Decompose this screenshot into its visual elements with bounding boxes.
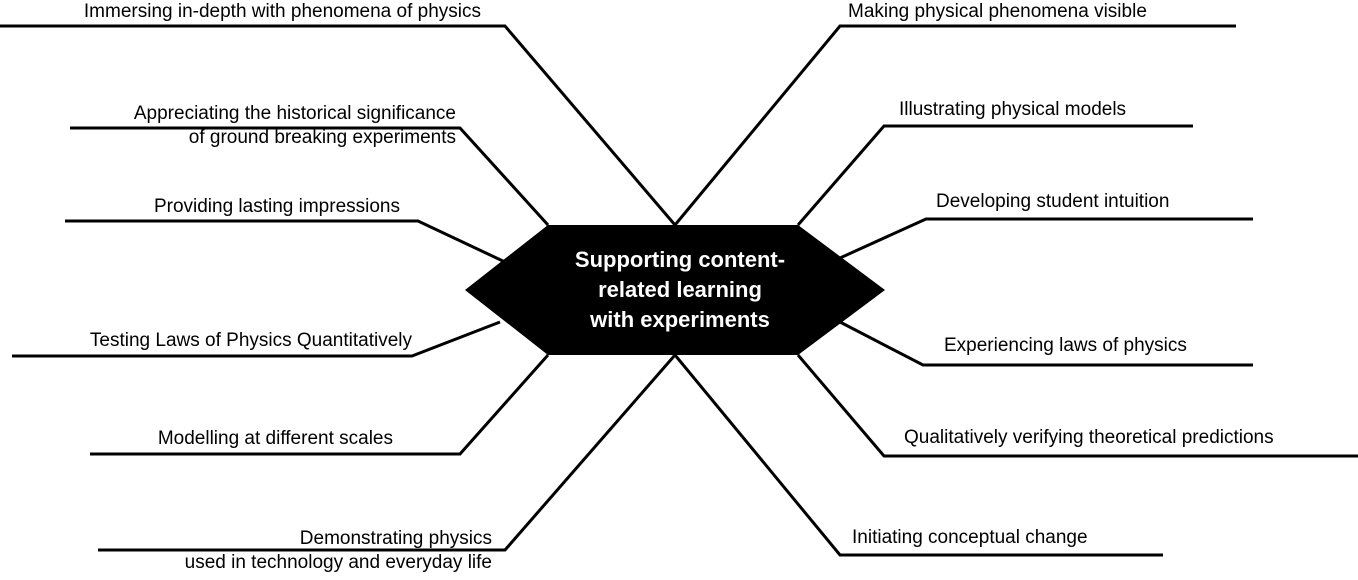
branch-label-text: Immersing in-depth with phenomena of phy… bbox=[83, 1, 481, 22]
central-topic: Supporting content- related learning wit… bbox=[530, 245, 830, 335]
branch-label-left-1: Immersing in-depth with phenomena of phy… bbox=[84, 0, 481, 24]
branch-label-right-2: Illustrating physical models bbox=[899, 98, 1126, 122]
branch-line-left-1 bbox=[0, 24, 677, 226]
branch-label-right-4: Experiencing laws of physics bbox=[944, 334, 1187, 358]
branch-label-text: Providing lasting impressions bbox=[153, 196, 400, 217]
central-topic-line: Supporting content- bbox=[574, 247, 786, 272]
central-topic-line: with experiments bbox=[590, 307, 770, 332]
branch-line-left-5 bbox=[90, 354, 550, 456]
branch-label-text: Modelling at different scales bbox=[157, 428, 393, 449]
branch-label-text: used in technology and everyday life bbox=[184, 552, 492, 573]
branch-label-right-3: Developing student intuition bbox=[936, 190, 1169, 214]
branch-label-left-5: Modelling at different scales bbox=[158, 427, 393, 451]
branch-label-text: Testing Laws of Physics Quantitatively bbox=[89, 330, 412, 351]
branch-line-left-3 bbox=[65, 219, 506, 264]
branch-label-left-2: Appreciating the historical significance… bbox=[134, 102, 456, 150]
branch-label-right-5: Qualitatively verifying theoretical pred… bbox=[904, 426, 1274, 450]
central-hexagon bbox=[465, 225, 885, 355]
branch-line-right-3 bbox=[839, 217, 1253, 260]
central-topic-line: related learning bbox=[598, 277, 762, 302]
branch-line-left-6 bbox=[98, 354, 677, 552]
branch-label-text: Appreciating the historical significance bbox=[133, 103, 456, 124]
branch-label-right-1: Making physical phenomena visible bbox=[848, 0, 1147, 24]
branch-line-right-5 bbox=[796, 354, 1358, 458]
branch-label-text: Making physical phenomena visible bbox=[848, 1, 1147, 22]
branch-label-left-3: Providing lasting impressions bbox=[154, 195, 400, 219]
branch-label-text: Qualitatively verifying theoretical pred… bbox=[904, 427, 1274, 448]
branch-label-text: Illustrating physical models bbox=[899, 99, 1127, 120]
branch-line-right-6 bbox=[673, 354, 1163, 557]
branch-label-text: Demonstrating physics bbox=[299, 528, 492, 549]
branch-line-left-4 bbox=[12, 320, 501, 358]
branch-line-left-2 bbox=[70, 126, 550, 227]
branch-label-left-4: Testing Laws of Physics Quantitatively bbox=[90, 329, 412, 353]
branch-line-right-4 bbox=[839, 320, 1253, 367]
branch-label-left-6: Demonstrating physics used in technology… bbox=[185, 527, 492, 575]
branch-line-right-1 bbox=[673, 24, 1236, 226]
branch-label-text: of ground breaking experiments bbox=[188, 127, 456, 148]
branch-label-text: Experiencing laws of physics bbox=[944, 335, 1187, 356]
branch-line-right-2 bbox=[796, 124, 1193, 226]
branch-label-text: Developing student intuition bbox=[936, 191, 1170, 212]
branch-label-right-6: Initiating conceptual change bbox=[852, 526, 1088, 550]
branch-label-text: Initiating conceptual change bbox=[852, 527, 1088, 548]
